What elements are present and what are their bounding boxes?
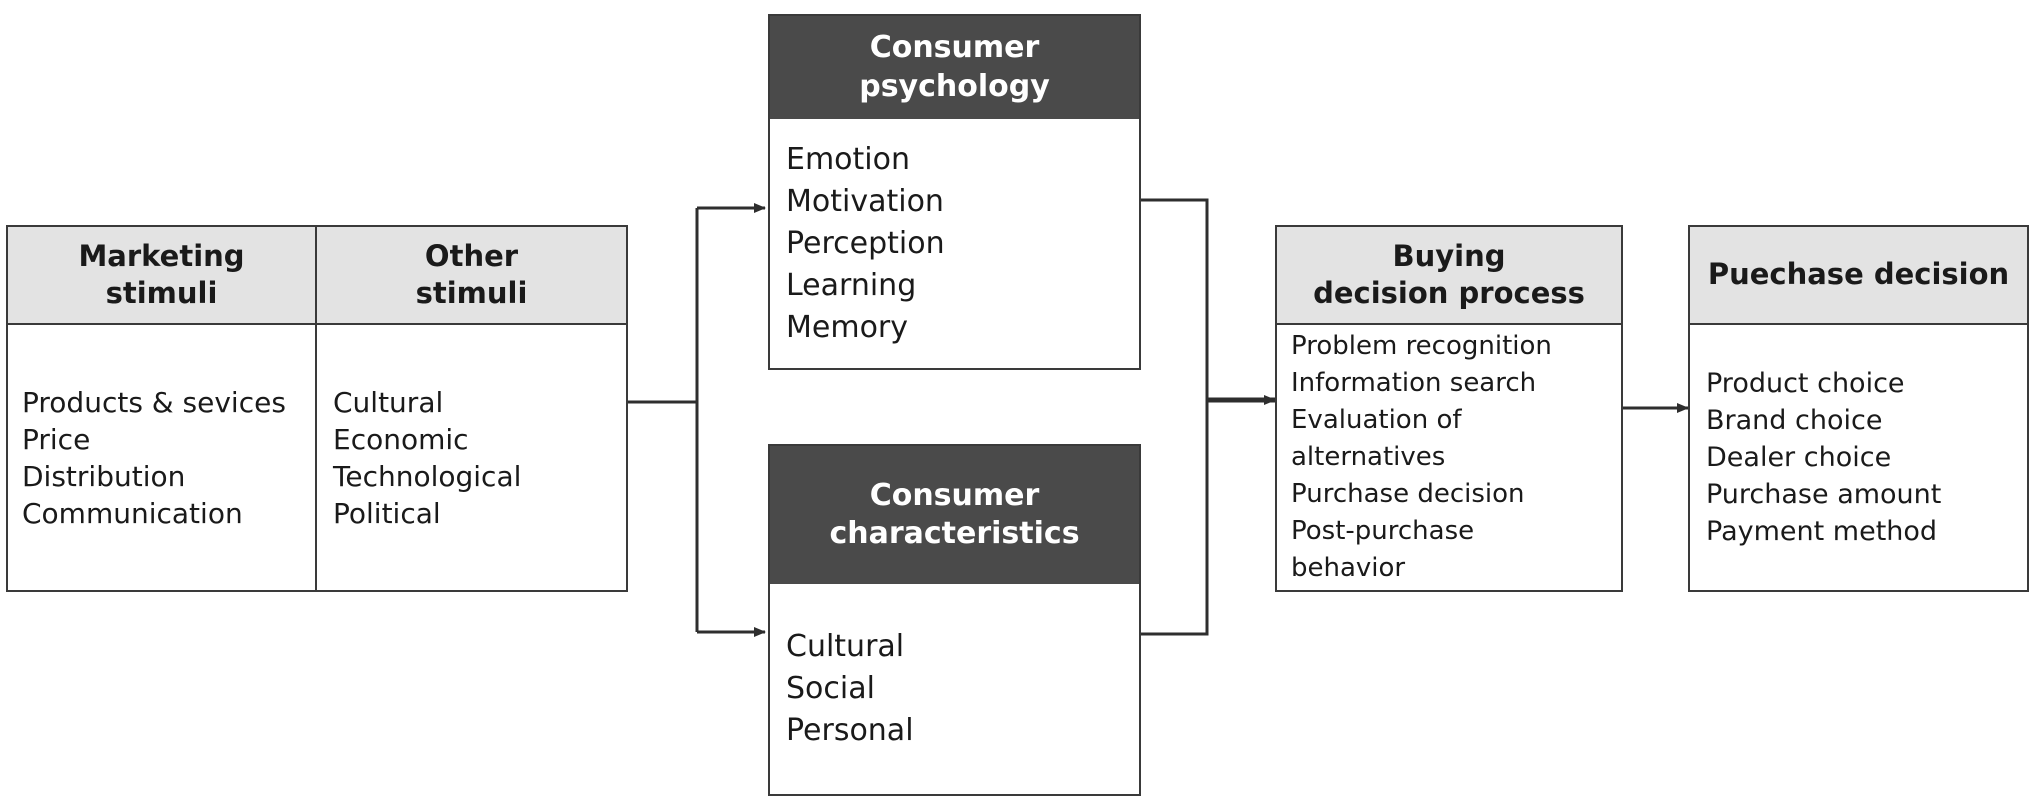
purchase-decision-list: Product choice Brand choice Dealer choic…: [1690, 325, 2027, 590]
list-item: Brand choice: [1706, 405, 1883, 436]
list-item: Social: [786, 671, 875, 706]
list-item: behavior: [1291, 553, 1406, 583]
list-item: Information search: [1291, 368, 1537, 398]
list-item: Memory: [786, 309, 909, 345]
list-item: Post-purchase: [1291, 516, 1475, 546]
consumer-characteristics-header: Consumer characteristics: [770, 446, 1139, 584]
purchase-decision-title: Puechase decision: [1707, 257, 2010, 292]
list-item: Perception: [786, 225, 945, 261]
marketing-stimuli-list: Products & sevices Price Distribution Co…: [8, 325, 315, 590]
consumer-psychology-title: Consumer psychology: [859, 30, 1050, 104]
list-item: Technological: [333, 459, 522, 493]
other-stimuli-list: Cultural Economic Technological Politica…: [317, 325, 626, 590]
consumer-characteristics-title: Consumer characteristics: [829, 477, 1080, 551]
list-item: Evaluation of: [1291, 405, 1462, 435]
list-item: Motivation: [786, 183, 944, 219]
list-item: Emotion: [786, 141, 910, 177]
list-item: Communication: [22, 496, 243, 530]
marketing-stimuli-box: Marketing stimuli Products & sevices Pri…: [6, 225, 317, 592]
psychology-out-connector: [1140, 198, 1209, 400]
list-item: Product choice: [1706, 368, 1905, 399]
buying-decision-process-box: Buying decision process Problem recognit…: [1275, 225, 1623, 592]
list-item: Distribution: [22, 459, 186, 493]
list-item: Price: [22, 422, 91, 456]
list-item: Cultural: [333, 385, 444, 419]
list-item: Personal: [786, 713, 914, 748]
list-item: Purchase decision: [1291, 479, 1525, 509]
list-item: Purchase amount: [1706, 479, 1942, 510]
list-item: Cultural: [786, 629, 905, 664]
consumer-psychology-list: Emotion Motivation Perception Learning M…: [770, 119, 1139, 368]
list-item: Payment method: [1706, 516, 1938, 547]
other-stimuli-title: Other stimuli: [415, 238, 528, 310]
marketing-stimuli-header: Marketing stimuli: [8, 227, 315, 325]
other-stimuli-header: Other stimuli: [317, 227, 626, 325]
consumer-characteristics-list: Cultural Social Personal: [770, 584, 1139, 794]
list-item: Problem recognition: [1291, 331, 1552, 361]
consumer-psychology-box: Consumer psychology Emotion Motivation P…: [768, 14, 1141, 370]
consumer-characteristics-box: Consumer characteristics Cultural Social…: [768, 444, 1141, 796]
list-item: Economic: [333, 422, 469, 456]
characteristics-out-connector: [1140, 400, 1209, 636]
purchase-decision-box: Puechase decision Product choice Brand c…: [1688, 225, 2029, 592]
list-item: Products & sevices: [22, 385, 286, 419]
list-item: Learning: [786, 267, 917, 303]
buying-decision-process-title: Buying decision process: [1313, 238, 1585, 310]
list-item: Dealer choice: [1706, 442, 1892, 473]
buying-decision-process-list: Problem recognition Information search E…: [1277, 325, 1621, 590]
list-item: alternatives: [1291, 442, 1446, 472]
other-stimuli-box: Other stimuli Cultural Economic Technolo…: [315, 225, 628, 592]
consumer-psychology-header: Consumer psychology: [770, 16, 1139, 119]
list-item: Political: [333, 496, 441, 530]
marketing-stimuli-title: Marketing stimuli: [78, 238, 245, 310]
purchase-decision-header: Puechase decision: [1690, 227, 2027, 325]
buying-decision-process-header: Buying decision process: [1277, 227, 1621, 325]
